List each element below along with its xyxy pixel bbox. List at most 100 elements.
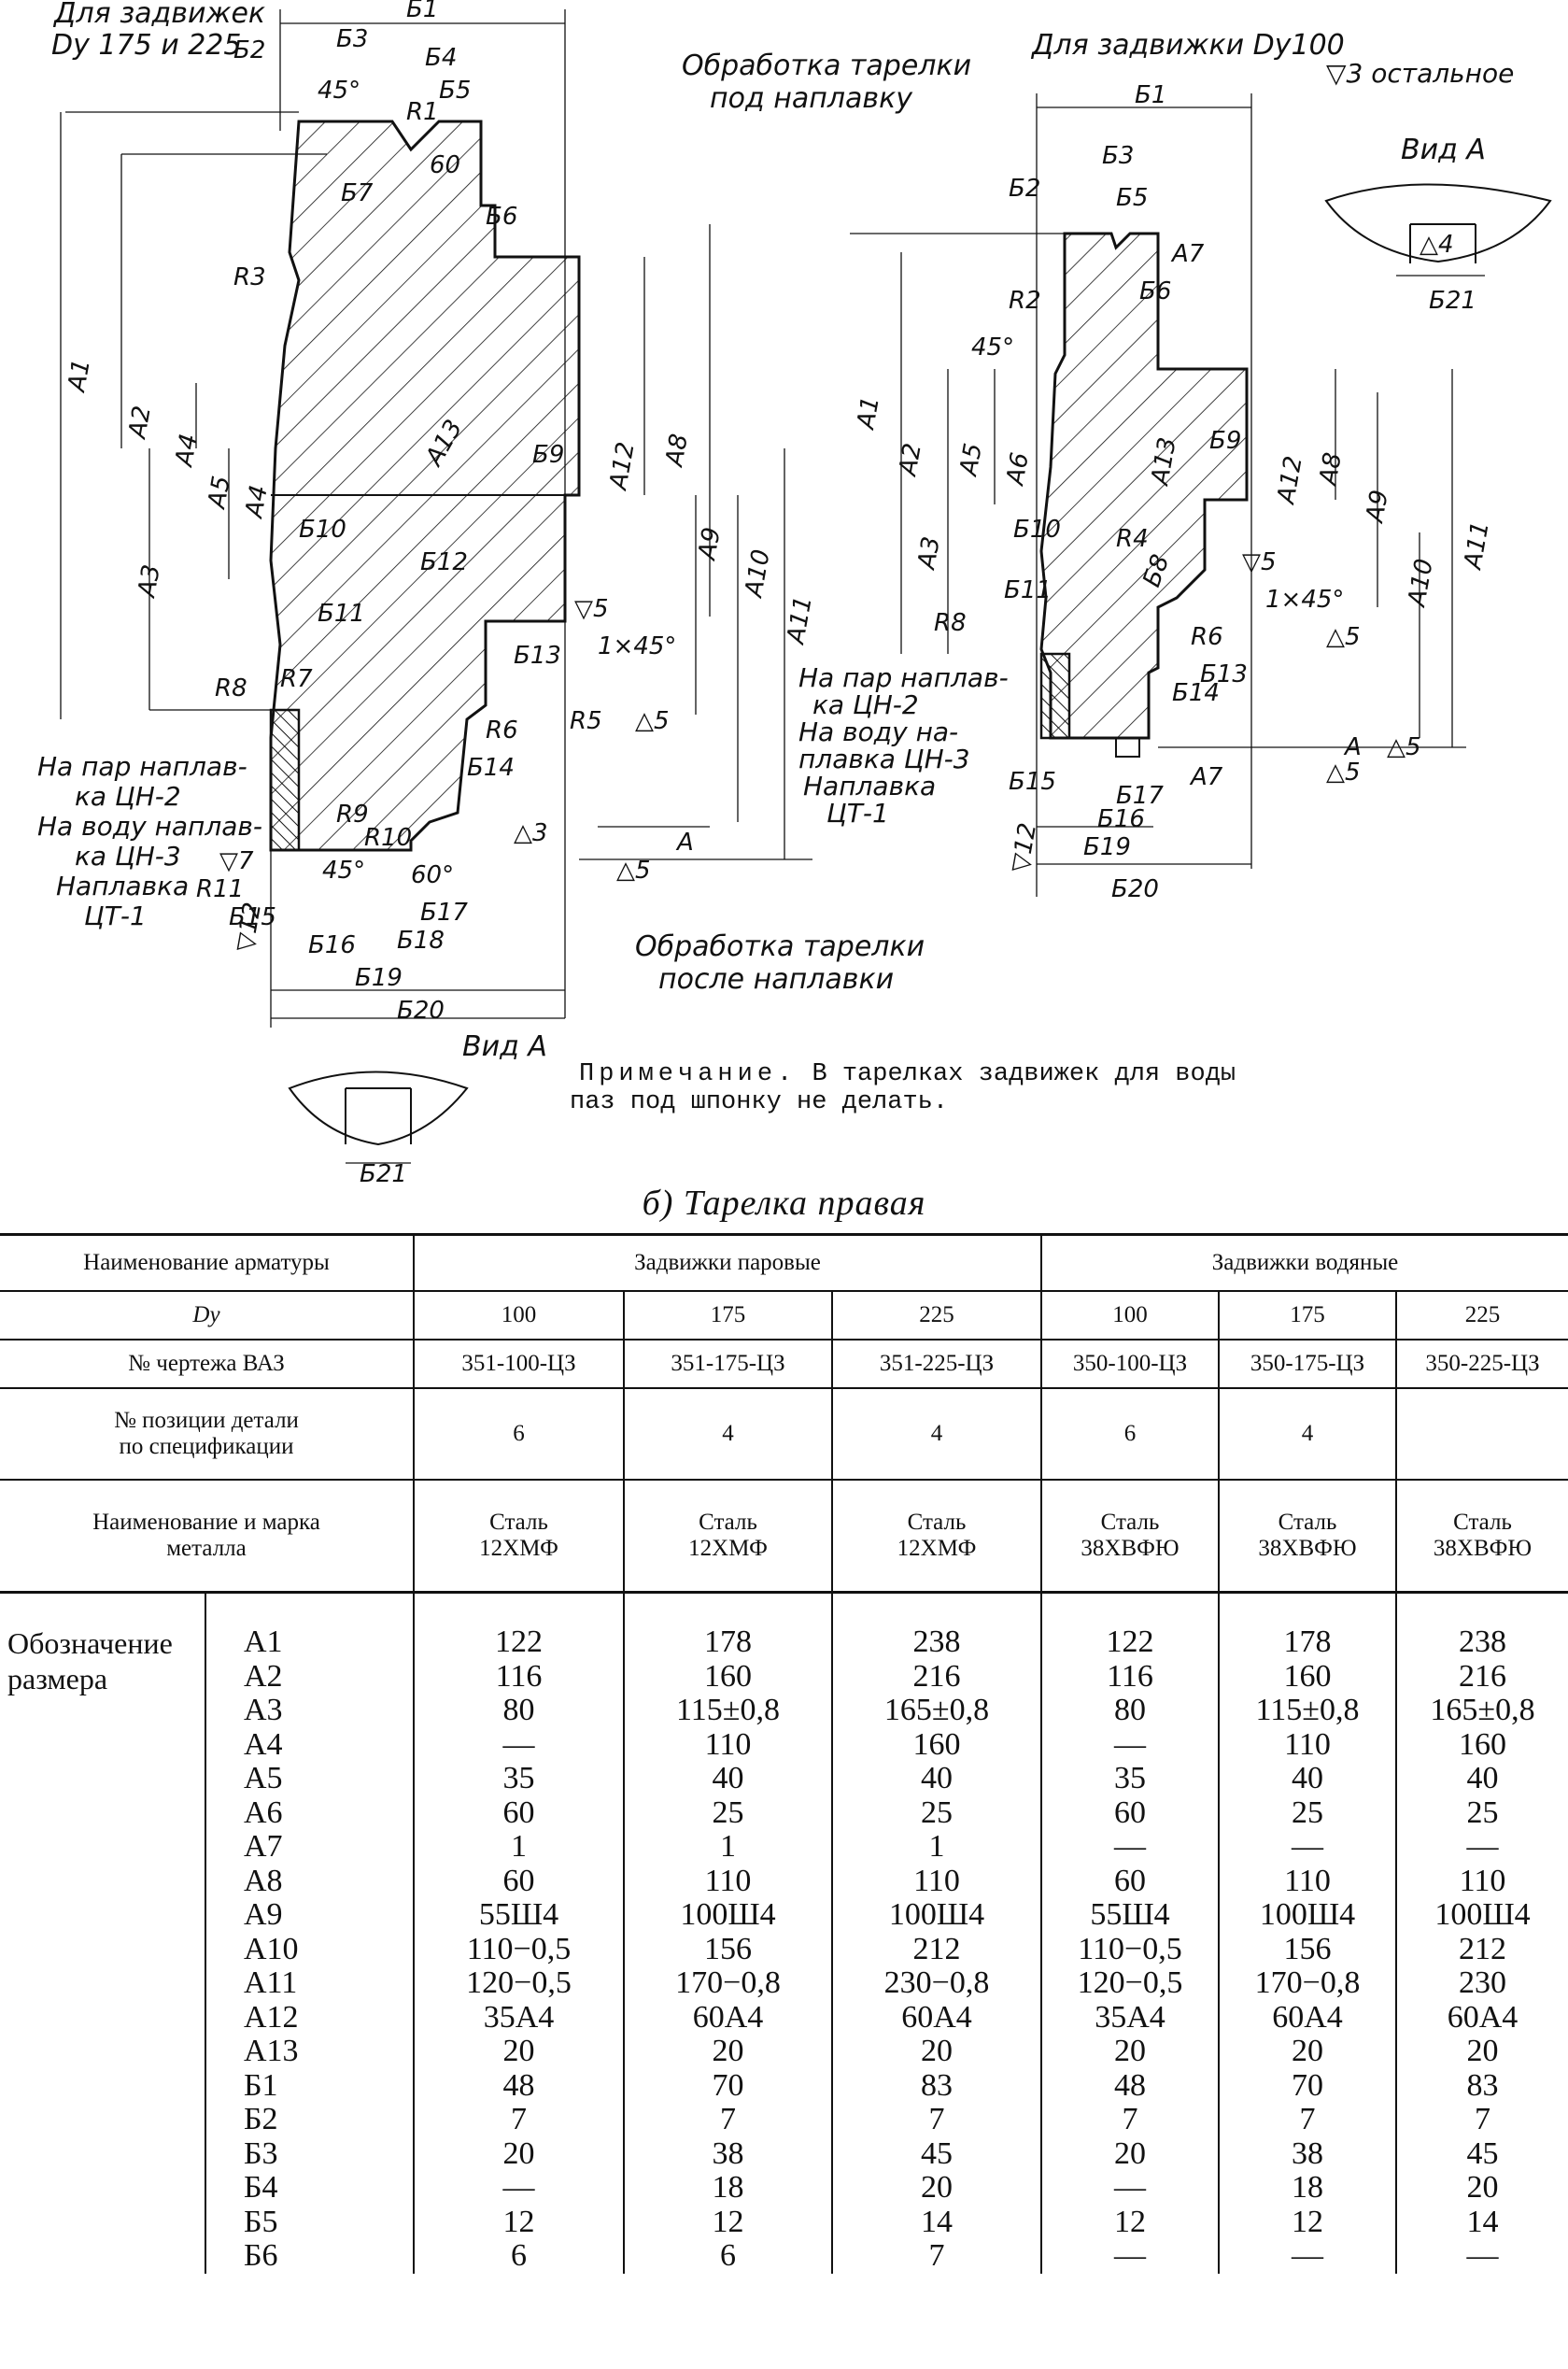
right-title: Для задвижки Dy100	[1030, 29, 1345, 62]
size-value: 20	[712, 2034, 744, 2068]
left-title-1: Для задвижек	[52, 0, 265, 30]
left-part-section	[269, 120, 581, 852]
size-value: 122	[1106, 1624, 1154, 1659]
size-value: 178	[1283, 1624, 1332, 1659]
machining-before-1: Обработка тарелки	[682, 50, 971, 82]
size-value: 7	[1475, 2102, 1490, 2136]
size-value: 80	[1114, 1693, 1146, 1727]
size-value: 116	[1107, 1658, 1153, 1694]
dim-label: А5	[203, 474, 236, 512]
svg-text:Наплавка: Наплавка	[56, 871, 189, 901]
dim-label: А9	[693, 525, 727, 563]
dim-label: R9	[336, 801, 369, 829]
size-value: 238	[1459, 1624, 1506, 1659]
dim-label: А4	[240, 483, 274, 521]
weld-note-left: На пар наплав- ка ЦН-2 На воду наплав- к…	[37, 751, 262, 931]
size-value: 230−0,8	[883, 1965, 990, 2000]
dim-label: А2	[894, 441, 927, 479]
dim-label: Б3	[336, 25, 368, 53]
size-value: 12	[1292, 2204, 1323, 2239]
size-symbol: А1	[244, 1624, 283, 1659]
size-value: 12	[1114, 2204, 1146, 2239]
size-value: —	[1292, 1829, 1323, 1864]
rest-finish-note: ▽3 остальное	[1326, 58, 1514, 89]
dy-cell: 100	[413, 1290, 624, 1340]
size-value: 238	[912, 1624, 961, 1659]
size-value: 55Ш4	[1090, 1897, 1170, 1932]
svg-text:ЦТ-1: ЦТ-1	[84, 901, 147, 931]
dim-label: Б1	[1135, 81, 1166, 109]
size-value: 48	[502, 2067, 535, 2103]
size-value: 45	[921, 2135, 953, 2171]
dim-label: R2	[1009, 287, 1041, 315]
dim-label: А	[675, 829, 694, 857]
size-value: 18	[712, 2170, 744, 2205]
size-value: 38	[712, 2135, 744, 2171]
dim-label: Б16	[308, 931, 356, 959]
size-value: 212	[1459, 1931, 1506, 1966]
size-value: 60А4	[1447, 1999, 1519, 2035]
size-value: 6	[511, 2238, 527, 2273]
drawing-number-cell: 351-175-ЦЗ	[623, 1339, 832, 1388]
svg-text:△4: △4	[1420, 231, 1454, 259]
dim-label: Б13	[1200, 660, 1248, 688]
drawing-number-cell: 351-225-ЦЗ	[831, 1339, 1041, 1388]
svg-text:ЦТ-1: ЦТ-1	[826, 798, 889, 829]
position-cell	[1395, 1387, 1568, 1480]
right-dimension-labels: Б1 Б2 Б3 Б5 А7 Б6 R2 45° А1 А2 А3 А5 А6 …	[852, 81, 1495, 903]
size-value: 40	[1292, 1761, 1323, 1795]
size-value: 170−0,8	[675, 1965, 781, 2000]
svg-text:плавка ЦН-3: плавка ЦН-3	[798, 744, 970, 774]
drawing-number-cell: 350-100-ЦЗ	[1040, 1339, 1219, 1388]
dim-label: 1×45°	[1265, 586, 1344, 614]
size-value: 165±0,8	[883, 1693, 990, 1727]
dim-label: Б15	[1009, 768, 1056, 796]
size-value: 110	[1459, 1863, 1506, 1898]
size-symbol: Б1	[244, 2067, 278, 2103]
size-symbol: А11	[244, 1965, 298, 2000]
size-value: 156	[1283, 1931, 1332, 1966]
dim-label: Б4	[425, 44, 457, 72]
position-cell: 4	[831, 1387, 1041, 1480]
drawing-number-cell: 350-225-ЦЗ	[1395, 1339, 1568, 1388]
size-value: 110−0,5	[466, 1931, 572, 1966]
dim-label: Б11	[318, 600, 365, 628]
dim-label: Б21	[360, 1160, 407, 1188]
size-value: —	[1114, 2170, 1146, 2205]
dim-label: Б16	[1097, 805, 1145, 833]
size-value: 110	[1284, 1863, 1331, 1898]
size-symbol: Б3	[244, 2135, 278, 2171]
size-value: 116	[495, 1658, 543, 1694]
dim-label: А12	[1272, 454, 1308, 507]
size-value: 120−0,5	[1077, 1965, 1183, 2000]
size-value: —	[1114, 2238, 1146, 2273]
size-value: 7	[928, 2102, 945, 2136]
dim-label: А12	[604, 440, 641, 493]
dim-label: R3	[233, 263, 266, 291]
svg-text:△5: △5	[1326, 759, 1361, 787]
dim-label: R1	[406, 98, 439, 126]
size-value: 110	[913, 1863, 960, 1898]
position-cell: 4	[623, 1387, 832, 1480]
drawing-number-cell: 351-100-ЦЗ	[413, 1339, 624, 1388]
size-value: 60А4	[1272, 1999, 1343, 2035]
dim-label: Б18	[397, 927, 445, 955]
dim-label: Б1	[406, 0, 438, 23]
position-cell: 6	[1040, 1387, 1219, 1480]
dim-label: А10	[740, 547, 776, 601]
size-value: 20	[1466, 2034, 1499, 2068]
dim-label: Б3	[1102, 142, 1134, 170]
size-value: 120−0,5	[466, 1965, 572, 2000]
size-value: 60А4	[901, 1999, 972, 2035]
size-value: 7	[1299, 2102, 1316, 2136]
size-value: 83	[1466, 2067, 1499, 2103]
size-symbol: А5	[244, 1761, 283, 1795]
dim-label: А11	[782, 594, 818, 647]
dim-label: Б20	[397, 997, 445, 1025]
size-value: 160	[1459, 1726, 1506, 1762]
